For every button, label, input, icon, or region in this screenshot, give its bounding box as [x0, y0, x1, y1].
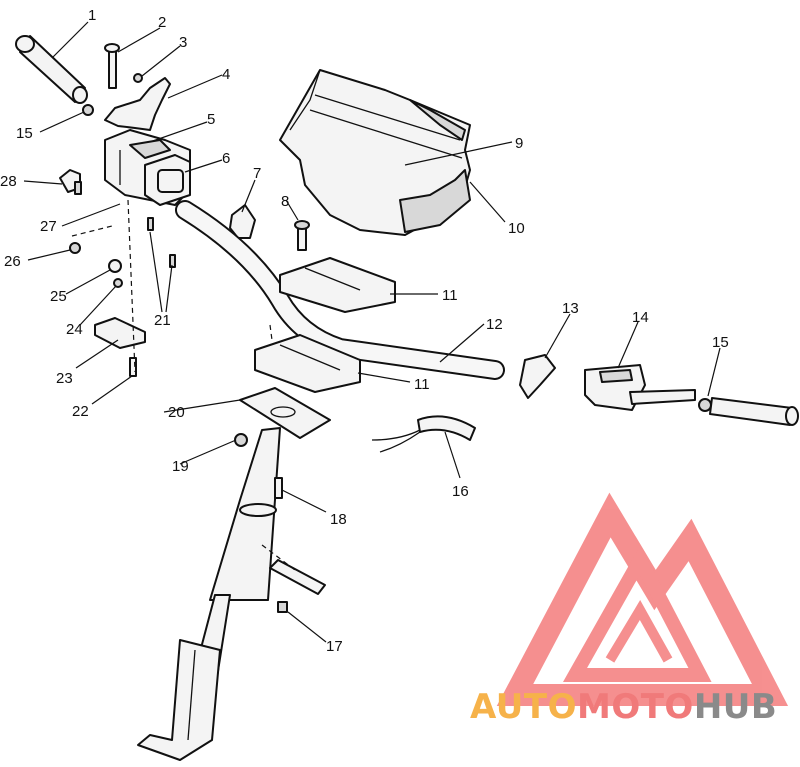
pin: [104, 43, 120, 89]
watermark-text: AUTOMOTOHUB: [470, 687, 777, 727]
plate-screw: [129, 357, 137, 377]
callout-21: 21: [154, 312, 171, 329]
callout-7: 7: [253, 165, 261, 182]
housing-screw-a: [147, 217, 154, 231]
acorn-nut: [69, 242, 81, 254]
callout-28: 28: [0, 173, 17, 190]
lower-handlebar-clamp: [254, 334, 361, 393]
lock-nut: [277, 601, 288, 613]
callout-2: 2: [158, 14, 166, 31]
left-grip: [15, 35, 88, 104]
brake-lever-bracket: [519, 354, 556, 399]
post-bolt: [274, 477, 283, 499]
callout-27: 27: [40, 218, 57, 235]
right-grip: [709, 397, 799, 426]
lock-washer: [113, 278, 123, 288]
steering-mount-plate: [239, 387, 331, 439]
callout-4: 4: [222, 66, 230, 83]
callout-1: 1: [88, 7, 96, 24]
housing-screw-b: [169, 254, 176, 268]
callout-24: 24: [66, 321, 83, 338]
watermark-auto: AUTO: [470, 687, 577, 727]
callout-11-upper: 11: [442, 287, 458, 304]
callout-6: 6: [222, 150, 230, 167]
washer: [108, 259, 122, 273]
kill-switch: [59, 169, 82, 195]
watermark-moto: MOTO: [577, 687, 694, 727]
callout-26: 26: [4, 253, 21, 270]
instrument-pod: [279, 69, 471, 236]
grip-end-cap: [82, 104, 94, 116]
switch-mount-plate: [94, 317, 146, 349]
steering-post: [137, 427, 281, 761]
right-grip-end-cap: [698, 398, 712, 412]
callout-22: 22: [72, 403, 89, 420]
callout-15-left: 15: [16, 125, 33, 142]
callout-3: 3: [179, 34, 187, 51]
callout-16: 16: [452, 483, 469, 500]
throttle-lever: [104, 77, 171, 131]
mount-nut: [234, 433, 248, 447]
callout-25: 25: [50, 288, 67, 305]
callout-18: 18: [330, 511, 347, 528]
callout-15-right: 15: [712, 334, 729, 351]
callout-13: 13: [562, 300, 579, 317]
automotohub-logo: [496, 492, 789, 706]
leader-lines: [23, 21, 721, 643]
bushing: [269, 559, 326, 595]
callout-9: 9: [515, 135, 523, 152]
callout-17: 17: [326, 638, 343, 655]
watermark-hub: HUB: [694, 687, 777, 727]
callout-10: 10: [508, 220, 525, 237]
mount-screw: [294, 220, 310, 251]
throttle-housing: [104, 129, 191, 206]
callout-11-lower: 11: [414, 376, 430, 393]
callout-8: 8: [281, 193, 289, 210]
callout-12: 12: [486, 316, 503, 333]
upper-handlebar-clamp: [279, 257, 396, 313]
callout-20: 20: [168, 404, 185, 421]
callout-5: 5: [207, 111, 215, 128]
callout-14: 14: [632, 309, 649, 326]
brake-master-cylinder: [584, 364, 696, 411]
grip-heater: [371, 415, 476, 453]
callout-23: 23: [56, 370, 73, 387]
small-nut: [133, 73, 143, 83]
callout-19: 19: [172, 458, 189, 475]
